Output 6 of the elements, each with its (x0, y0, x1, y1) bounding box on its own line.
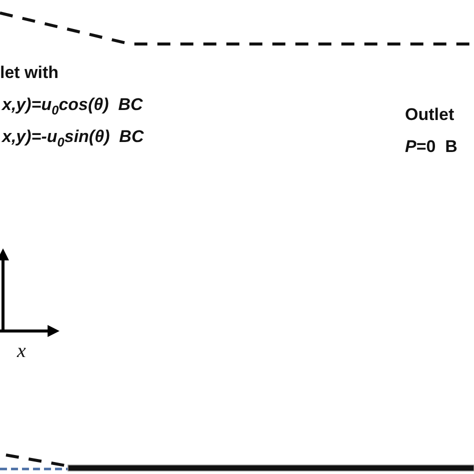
outlet-label: Outlet (405, 104, 454, 126)
boundary-condition: x,y)=-u$_{0}$sin(θ) BC (2, 126, 145, 152)
axis-label: x (17, 339, 26, 364)
boundary-condition: P=0 B (405, 136, 458, 158)
inlet-label: let with (0, 62, 59, 84)
boundary-condition: x,y)=u$_{0}$cos(θ) BC (2, 94, 144, 120)
